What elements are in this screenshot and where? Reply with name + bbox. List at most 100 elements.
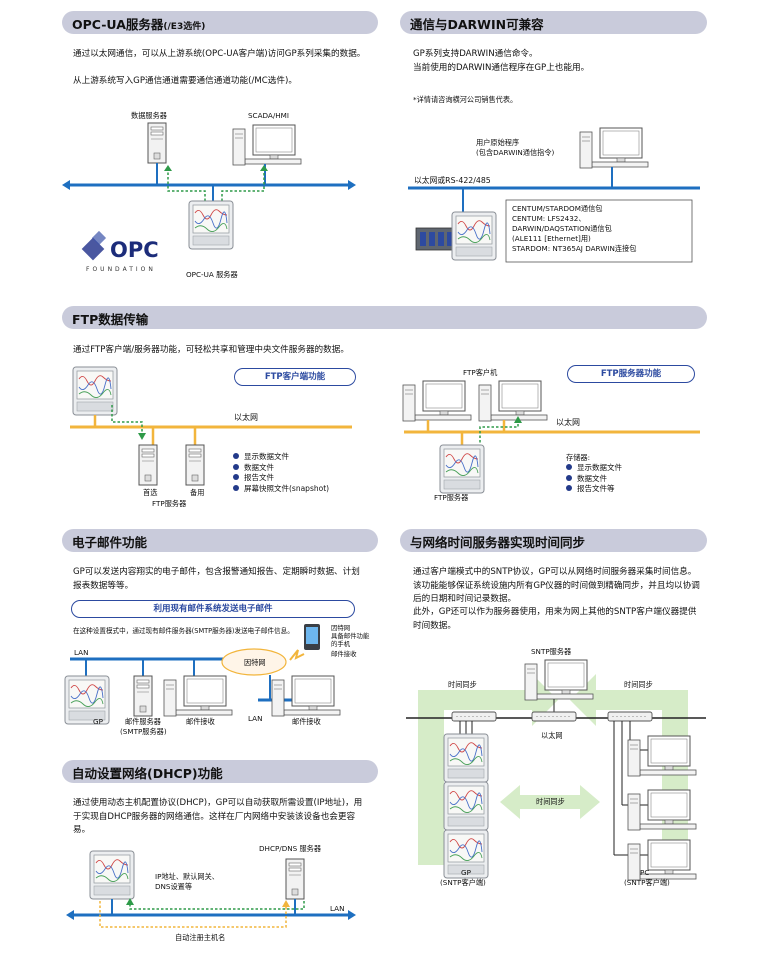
sntp-header: 与网络时间服务器实现时间同步 [400, 529, 707, 552]
data-server-icon [147, 122, 167, 164]
pkg-line-2: DARWIN/DAQSTATION通信包 [512, 224, 612, 233]
ftp-title: FTP数据传输 [72, 312, 149, 327]
user-pc-icon [579, 127, 649, 169]
opcua-title: OPC-UA服务器 [72, 17, 164, 32]
client-pc-icon [627, 735, 697, 777]
label-ip-2: DNS设置等 [155, 882, 193, 891]
label-pc-sub: (SNTP客户端) [624, 878, 670, 887]
left-hub-icon [451, 711, 497, 722]
pkg-line-4: STARDOM: NT365AJ DARWIN连接包 [512, 244, 637, 253]
phone-text-4: 邮件接收 [331, 650, 357, 658]
opcua-para2: 从上游系统写入GP通信通道需要通信通道功能(/MC选件)。 [73, 76, 297, 86]
darwin-para2: 当前使用的DARWIN通信程序在GP上也能用。 [413, 63, 590, 73]
label-time-sync-left: 时间同步 [448, 680, 477, 689]
pkg-line-3: (ALE111 [Ethernet]用) [512, 234, 591, 243]
label-internet: 因特网 [244, 658, 266, 667]
label-ethernet: 以太网 [541, 731, 563, 740]
phone-icon [304, 624, 320, 650]
label-user-program-2: (包含DARWIN通信指令) [476, 148, 555, 157]
primary-server-icon [138, 444, 158, 486]
opc-logo-text: OPC [110, 238, 159, 262]
phone-text-3: 的手机 [331, 640, 351, 648]
label-ftp-server-right: FTP服务器 [434, 493, 469, 502]
ftp-ethernet-left: 以太网 [234, 413, 258, 422]
backup-server-icon [185, 444, 205, 486]
right-hub-icon [607, 711, 653, 722]
ftp-left-list: 显示数据文件 数据文件 报告文件 屏幕快照文件(snapshot) [233, 452, 329, 494]
dhcp-server-icon [285, 858, 305, 900]
dhcp-para: 通过使用动态主机配置协议(DHCP)，GP可以自动获取所需设置(IP地址)，用于… [73, 798, 363, 835]
ftp-client-pc-icon [478, 380, 548, 422]
email-note: 在这种设置模式中，通过现有邮件服务器(SMTP服务器)发送电子邮件信息。 [73, 627, 294, 635]
ftp-desc: 通过FTP客户端/服务器功能，可轻松共享和管理中央文件服务器的数据。 [73, 345, 349, 355]
label-scada: SCADA/HMI [248, 111, 289, 120]
email-header: 电子邮件功能 [62, 529, 378, 552]
ftp-server-pill: FTP服务器功能 [567, 365, 695, 383]
label-time-sync-right: 时间同步 [624, 680, 653, 689]
client-pc-icon [627, 839, 697, 881]
dhcp-title: 自动设置网络(DHCP)功能 [72, 766, 223, 781]
sntp-server-pc-icon [524, 659, 594, 701]
ftp-right-list: 显示数据文件 数据文件 报告文件等 [566, 463, 622, 495]
pkg-line-0: CENTUM/STARDOM通信包 [512, 204, 603, 213]
ftp-right-diagram [402, 380, 700, 494]
list-item: 显示数据文件 [566, 463, 622, 474]
opcua-header: OPC-UA服务器(/E3选件) [62, 11, 378, 34]
label-gp: GP [93, 717, 103, 726]
dhcp-diagram [66, 850, 356, 928]
gp-recorder-icon [89, 850, 135, 900]
ftp-client-pc-icon [402, 380, 472, 422]
scada-pc-icon [232, 124, 302, 166]
label-ip-1: IP地址、默认网关、 [155, 872, 219, 881]
list-item: 数据文件 [233, 463, 329, 474]
darwin-diagram [408, 127, 700, 263]
label-register: 自动注册主机名 [175, 933, 226, 942]
gp-recorder-icon [188, 200, 234, 250]
darwin-title: 通信与DARWIN可兼容 [410, 17, 544, 32]
label-time-sync-mid: 时间同步 [536, 797, 565, 806]
center-hub-icon [531, 711, 577, 722]
mail-pc-icon [271, 675, 341, 717]
label-ftp-client: FTP客户机 [463, 368, 498, 377]
opc-logo-icon: OPC FOUNDATION [81, 230, 159, 273]
sntp-title: 与网络时间服务器实现时间同步 [410, 535, 586, 550]
label-sntp-server: SNTP服务器 [531, 647, 572, 656]
phone-text-1: 因特网 [331, 624, 351, 632]
label-pc: PC [640, 868, 650, 877]
opc-logo-sub: FOUNDATION [86, 266, 156, 273]
label-mail-receive-1: 邮件接收 [186, 717, 215, 726]
label-data-server: 数据服务器 [131, 111, 167, 120]
mail-server-icon [133, 675, 153, 717]
ftp-ethernet-right: 以太网 [556, 418, 580, 427]
list-item: 显示数据文件 [233, 452, 329, 463]
gp-recorder-icon [443, 781, 489, 831]
storage-label: 存储器: [566, 453, 590, 462]
email-para: GP可以发送内容翔实的电子邮件，包含报警通知报告、定期瞬时数据、计划报表数据等等… [73, 567, 360, 591]
darwin-note: *详情请咨询横河公司销售代表。 [413, 95, 518, 104]
ftp-left-diagram [70, 366, 352, 486]
opcua-title-suffix: (/E3选件) [163, 22, 206, 32]
sntp-diagram [406, 659, 706, 881]
label-primary: 首选 [143, 488, 158, 497]
label-lan-1: LAN [74, 648, 89, 657]
label-gp-sub: (SNTP客户端) [440, 878, 486, 887]
list-item: 屏幕快照文件(snapshot) [233, 484, 329, 495]
list-item: 数据文件 [566, 474, 622, 485]
label-network: 以太网或RS-422/485 [414, 176, 491, 185]
opcua-diagram: OPC FOUNDATION [62, 122, 356, 273]
phone-text-2: 具备邮件功能 [331, 632, 370, 640]
gp-recorder-icon [72, 366, 118, 416]
client-pc-icon [627, 789, 697, 831]
ftp-header: FTP数据传输 [62, 306, 707, 329]
label-lan: LAN [330, 904, 345, 913]
opcua-para1: 通过以太网通信，可以从上游系统(OPC-UA客户端)访问GP系列采集的数据。 [73, 49, 366, 59]
sntp-para2: 此外，GP还可以作为服务器使用，用来为网上其他的SNTP客户端仪器提供时间数据。 [413, 607, 697, 631]
email-title: 电子邮件功能 [72, 535, 148, 550]
label-backup: 备用 [190, 488, 205, 497]
label-ftp-server-left: FTP服务器 [152, 499, 187, 508]
label-gp: GP [461, 868, 471, 877]
email-pill: 利用现有邮件系统发送电子邮件 [71, 600, 355, 618]
ftp-client-pill: FTP客户端功能 [234, 368, 356, 386]
label-opcua-server: OPC-UA 服务器 [186, 270, 238, 279]
label-user-program-1: 用户原始程序 [476, 138, 520, 147]
